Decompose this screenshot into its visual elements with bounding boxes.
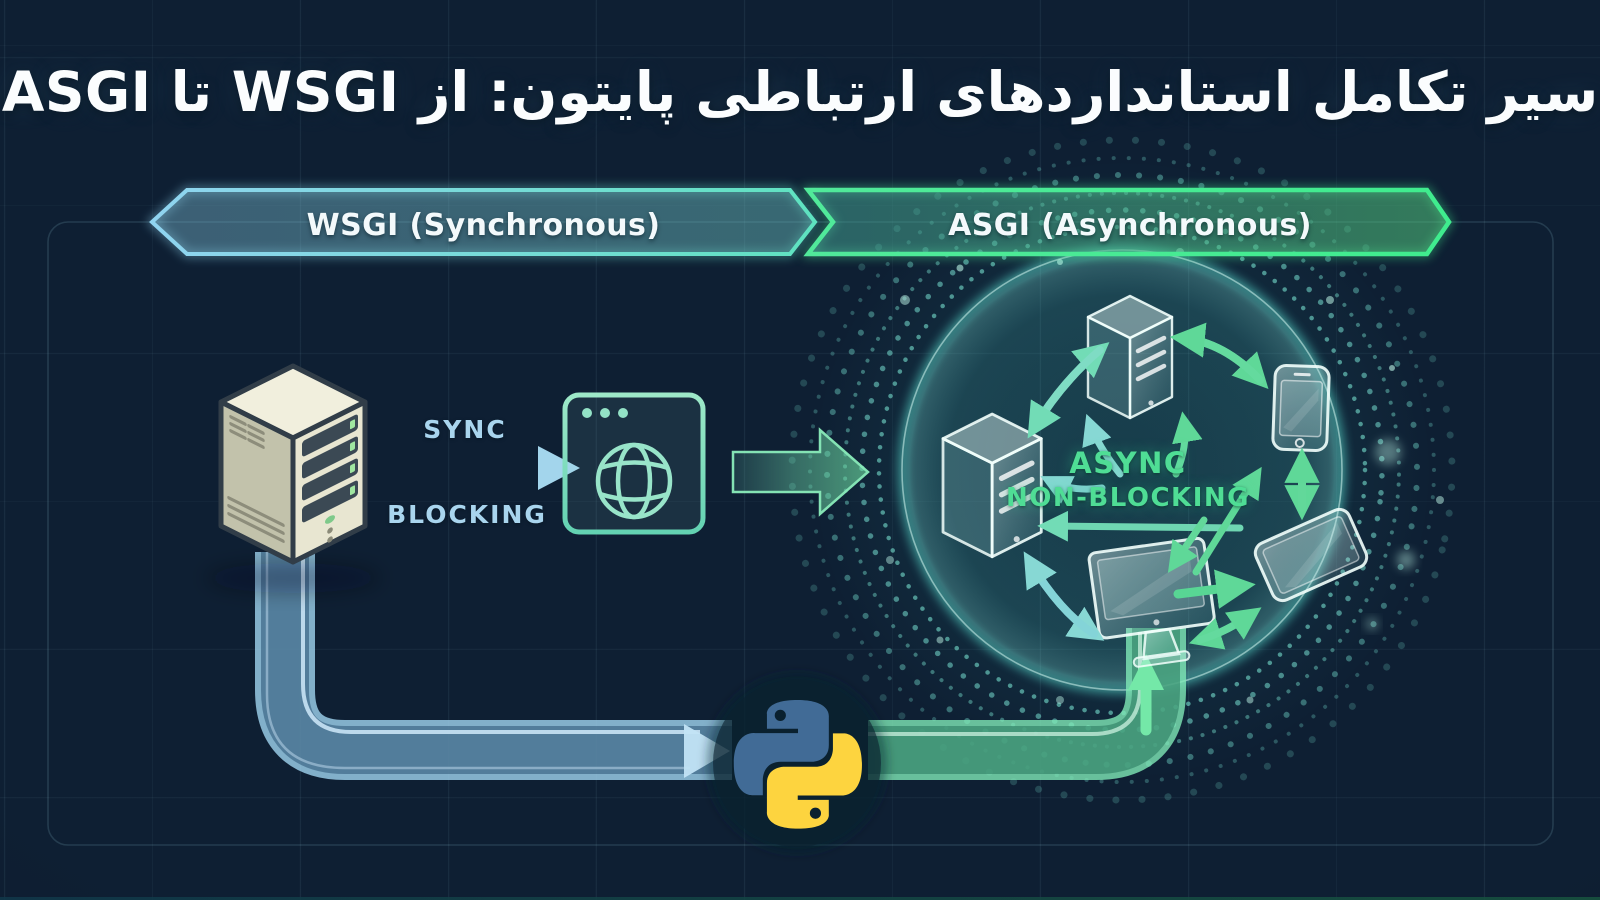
server-tower-icon [218,363,368,565]
python-logo [707,673,887,853]
sync-arrow-icon [378,446,580,490]
pipe-up-arrow-icon [1128,654,1164,736]
glass-server-icon [1088,296,1172,418]
asgi-arrows [1023,322,1320,650]
bottom-edge-strip [0,897,1600,900]
glass-server-icon [943,414,1041,557]
bokeh-dots [886,248,1444,704]
smartphone-icon [1271,363,1331,453]
globe-icon [595,442,673,520]
server-shadow [205,563,381,593]
pipe-arrowhead-icon [684,724,730,778]
asgi-pipe [868,628,1186,780]
banner-wsgi [146,186,820,258]
tablet-icon [1253,507,1369,603]
browser-dots [582,408,628,418]
browser-window-icon [562,392,706,535]
banner-asgi [800,186,1454,258]
wsgi-pipe [255,552,732,780]
right-block-arrow-icon [731,427,870,517]
